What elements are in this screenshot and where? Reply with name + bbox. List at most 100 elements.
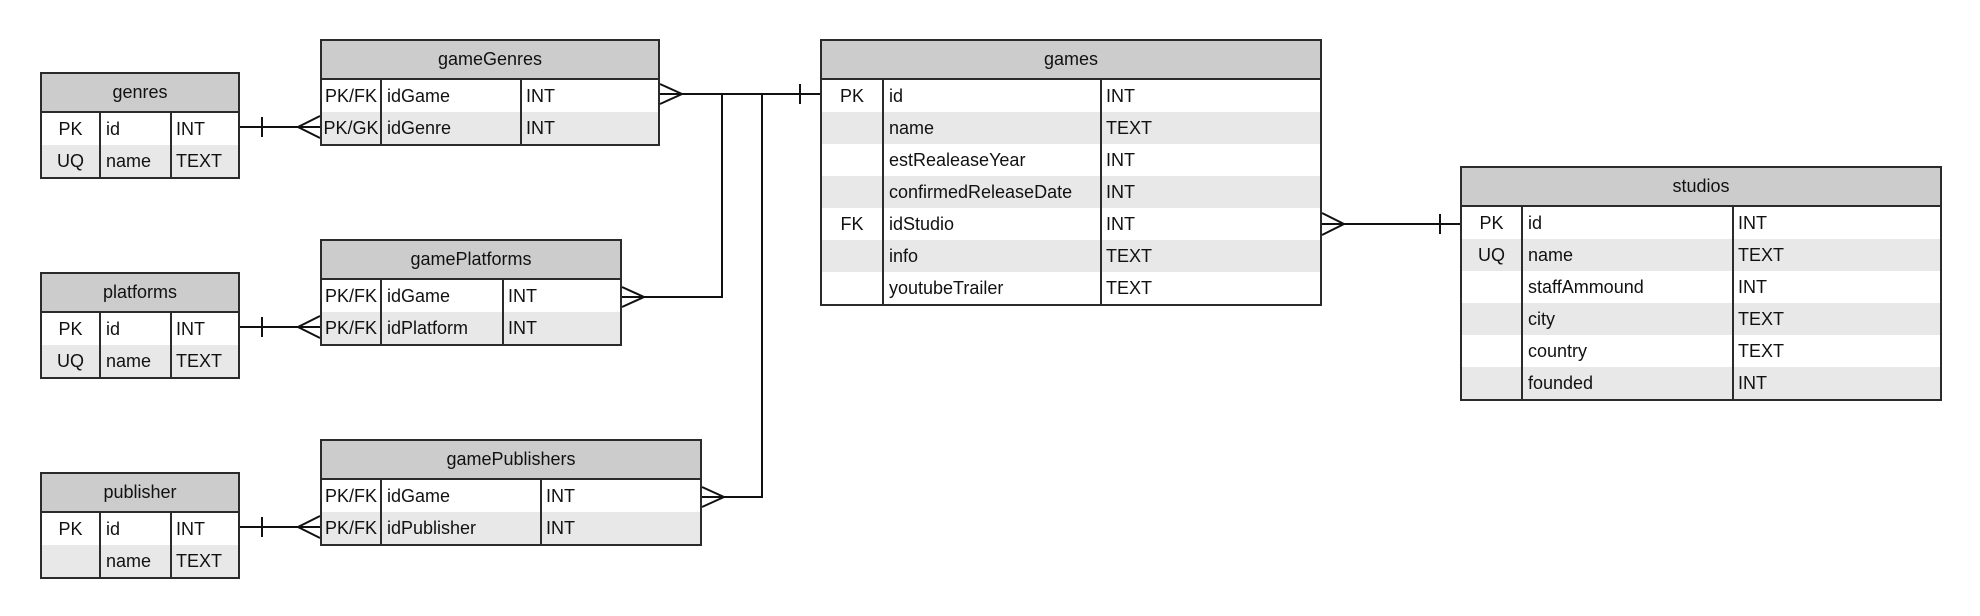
key-cell xyxy=(822,144,884,176)
key-cell: PK/FK xyxy=(322,480,382,512)
column-type-cell: INT xyxy=(508,285,537,306)
crowfoot-marker xyxy=(295,515,321,539)
table-gameGenres[interactable]: gameGenres PK/FK idGame INT PK/GK idGenr… xyxy=(320,39,660,146)
table-title: gamePlatforms xyxy=(322,241,620,280)
column-name-cell: city xyxy=(1523,303,1734,335)
column-name-cell: name xyxy=(101,545,172,577)
key-cell: FK xyxy=(822,208,884,240)
column-name-cell: country xyxy=(1523,335,1734,367)
table-row: name TEXT xyxy=(822,112,1320,144)
column-name-cell: name xyxy=(101,345,172,377)
table-row: founded INT xyxy=(1462,367,1940,399)
column-name-cell: confirmedReleaseDate xyxy=(884,176,1102,208)
table-row: FK idStudio INT xyxy=(822,208,1320,240)
key-cell: UQ xyxy=(42,145,101,177)
table-gamePublishers[interactable]: gamePublishers PK/FK idGame INT PK/FK id… xyxy=(320,439,702,546)
column-name-cell: id xyxy=(884,80,1102,112)
key-cell xyxy=(1462,335,1523,367)
column-type-cell: INT xyxy=(508,317,537,338)
key-cell xyxy=(1462,271,1523,303)
column-type-cell: TEXT xyxy=(176,550,223,571)
column-name-cell: idPlatform xyxy=(382,312,504,344)
key-cell xyxy=(42,545,101,577)
table-row: PK/FK idGame INT xyxy=(322,480,700,512)
column-name-cell: idGame xyxy=(382,280,504,312)
crowfoot-marker xyxy=(701,486,727,508)
column-type-cell: INT xyxy=(526,117,555,138)
column-type-cell: INT xyxy=(1738,212,1767,233)
column-type-cell: INT xyxy=(1738,372,1767,393)
column-name-cell: founded xyxy=(1523,367,1734,399)
table-title: gameGenres xyxy=(322,41,658,80)
column-type-cell: INT xyxy=(176,118,205,139)
column-name-cell: name xyxy=(1523,239,1734,271)
table-row: UQ name TEXT xyxy=(42,145,238,177)
column-type-cell: INT xyxy=(546,517,575,538)
column-type-cell: INT xyxy=(176,318,205,339)
table-row: name TEXT xyxy=(42,545,238,577)
key-cell xyxy=(822,112,884,144)
column-name-cell: idGame xyxy=(382,80,522,112)
table-row: info TEXT xyxy=(822,240,1320,272)
column-type-cell: TEXT xyxy=(1106,117,1153,138)
key-cell: PK xyxy=(42,513,101,545)
table-row: PK id INT xyxy=(822,80,1320,112)
column-name-cell: youtubeTrailer xyxy=(884,272,1102,304)
table-row: UQ name TEXT xyxy=(42,345,238,377)
table-title: publisher xyxy=(42,474,238,513)
crowfoot-marker xyxy=(621,286,647,308)
relationship-line-games-gamePublishers xyxy=(702,94,763,498)
table-row: staffAmmound INT xyxy=(1462,271,1940,303)
key-cell: PK xyxy=(822,80,884,112)
table-row: PK/FK idGame INT xyxy=(322,80,658,112)
column-name-cell: id xyxy=(101,313,172,345)
column-name-cell: id xyxy=(101,113,172,145)
table-row: PK id INT xyxy=(42,313,238,345)
key-cell: PK/FK xyxy=(322,80,382,112)
column-name-cell: estRealeaseYear xyxy=(884,144,1102,176)
relationship-line-games-gamePlatforms xyxy=(622,94,723,298)
column-name-cell: staffAmmound xyxy=(1523,271,1734,303)
column-type-cell: INT xyxy=(1738,276,1767,297)
key-cell xyxy=(822,272,884,304)
key-cell xyxy=(1462,367,1523,399)
key-cell: PK xyxy=(42,113,101,145)
column-type-cell: INT xyxy=(546,485,575,506)
column-name-cell: idStudio xyxy=(884,208,1102,240)
column-name-cell: id xyxy=(101,513,172,545)
table-gamePlatforms[interactable]: gamePlatforms PK/FK idGame INT PK/FK idP… xyxy=(320,239,622,346)
table-row: PK/FK idGame INT xyxy=(322,280,620,312)
column-name-cell: name xyxy=(884,112,1102,144)
crowfoot-marker xyxy=(659,83,685,105)
table-row: PK/FK idPublisher INT xyxy=(322,512,700,544)
key-cell xyxy=(822,240,884,272)
table-title: games xyxy=(822,41,1320,80)
table-title: genres xyxy=(42,74,238,113)
table-platforms[interactable]: platforms PK id INT UQ name TEXT xyxy=(40,272,240,379)
key-cell: PK/FK xyxy=(322,512,382,544)
column-name-cell: info xyxy=(884,240,1102,272)
table-genres[interactable]: genres PK id INT UQ name TEXT xyxy=(40,72,240,179)
table-publisher[interactable]: publisher PK id INT name TEXT xyxy=(40,472,240,579)
table-row: UQ name TEXT xyxy=(1462,239,1940,271)
column-type-cell: TEXT xyxy=(176,150,223,171)
table-row: PK id INT xyxy=(1462,207,1940,239)
table-row: PK/FK idPlatform INT xyxy=(322,312,620,344)
crowfoot-marker xyxy=(1321,212,1347,236)
key-cell: PK/FK xyxy=(322,312,382,344)
column-type-cell: TEXT xyxy=(1738,244,1785,265)
table-studios[interactable]: studios PK id INT UQ name TEXT staffAmmo… xyxy=(1460,166,1942,401)
table-games[interactable]: games PK id INT name TEXT estRealeaseYea… xyxy=(820,39,1322,306)
crowfoot-marker xyxy=(295,115,321,139)
table-row: estRealeaseYear INT xyxy=(822,144,1320,176)
table-row: city TEXT xyxy=(1462,303,1940,335)
key-cell: PK xyxy=(1462,207,1523,239)
key-cell: PK/GK xyxy=(322,112,382,144)
column-type-cell: INT xyxy=(1106,213,1135,234)
key-cell: PK/FK xyxy=(322,280,382,312)
column-type-cell: TEXT xyxy=(1738,308,1785,329)
key-cell: PK xyxy=(42,313,101,345)
column-type-cell: TEXT xyxy=(176,350,223,371)
column-name-cell: name xyxy=(101,145,172,177)
